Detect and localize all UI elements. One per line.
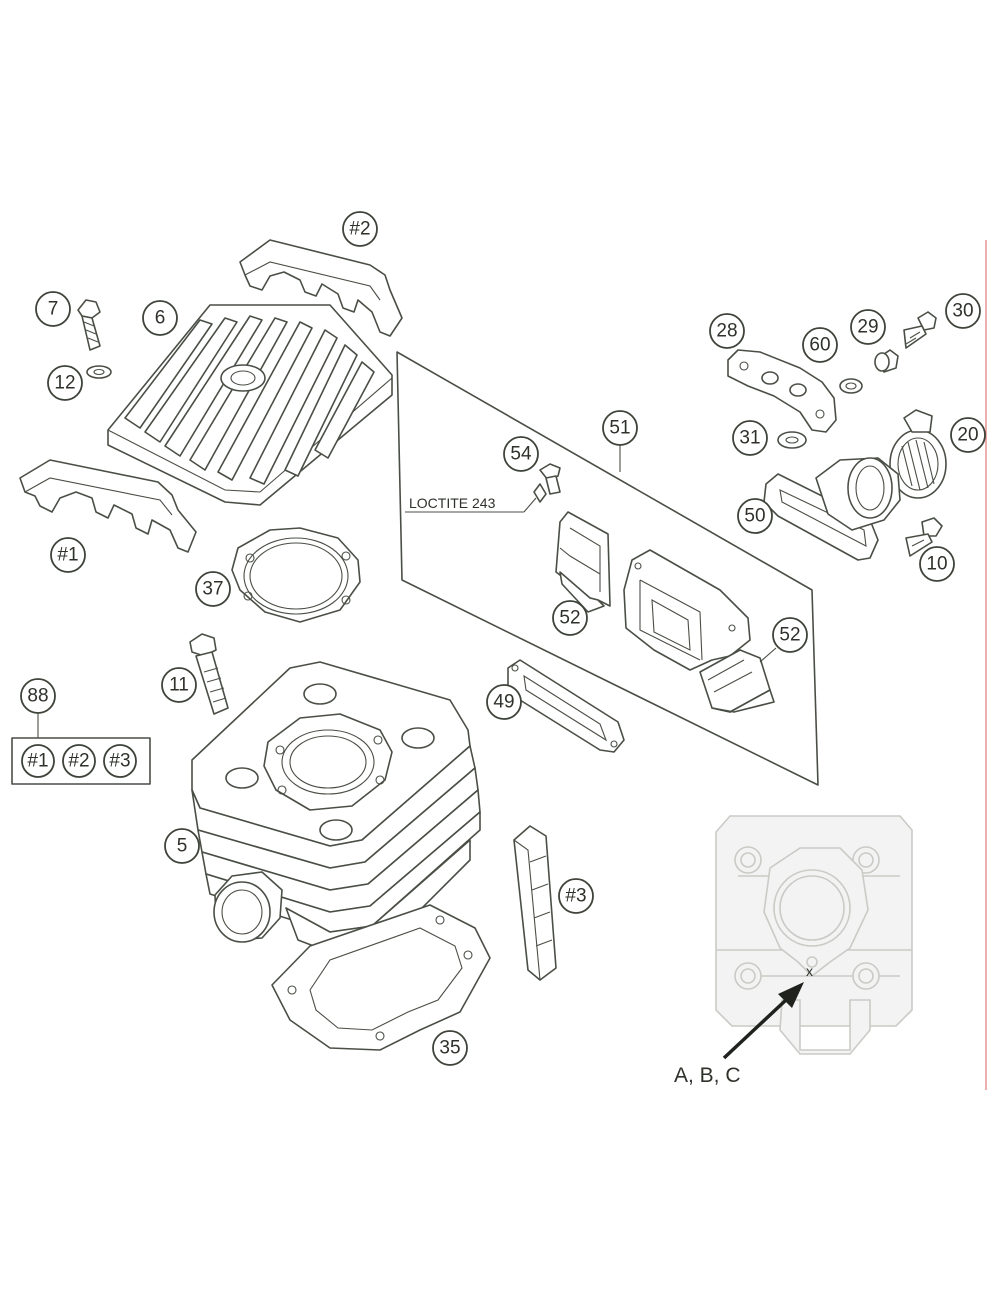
svg-text:49: 49 (493, 692, 514, 713)
part-bolt-7 (77, 299, 101, 351)
svg-text:31: 31 (739, 428, 760, 449)
svg-text:10: 10 (926, 554, 947, 575)
svg-text:#3: #3 (565, 886, 586, 907)
part-reed-block (623, 549, 751, 671)
callout-kit-3: #3 (103, 744, 137, 778)
svg-text:5: 5 (177, 836, 188, 857)
callout-29: 29 (850, 309, 886, 345)
svg-text:29: 29 (857, 317, 878, 338)
callout-7: 7 (35, 291, 71, 327)
part-reed-valve-box-51 (396, 351, 819, 786)
part-bolt-10 (905, 517, 943, 557)
part-cylinder-head-6 (107, 304, 393, 506)
callout-60: 60 (802, 327, 838, 363)
svg-text:37: 37 (202, 579, 223, 600)
callout-52-left: 52 (552, 600, 588, 636)
part-reed-petal-52-right (699, 647, 777, 713)
part-intake-manifold-50 (763, 457, 901, 561)
callout-3: #3 (558, 878, 594, 914)
callout-kit-1: #1 (21, 744, 55, 778)
callout-kit-2: #2 (62, 744, 96, 778)
part-intake-gasket-49 (507, 659, 625, 753)
part-spacer-60 (839, 378, 863, 394)
inset-x-mark: x (806, 963, 813, 979)
callout-10: 10 (919, 546, 955, 582)
callout-31: 31 (732, 420, 768, 456)
svg-text:#1: #1 (57, 545, 78, 566)
svg-text:30: 30 (952, 301, 973, 322)
callout-12: 12 (47, 365, 83, 401)
svg-text:#2: #2 (349, 219, 370, 240)
svg-text:52: 52 (559, 608, 580, 629)
kit-box-88 (11, 712, 151, 785)
svg-text:51: 51 (609, 418, 630, 439)
callout-2: #2 (342, 211, 378, 247)
callout-20: 20 (950, 417, 986, 453)
callout-1: #1 (50, 537, 86, 573)
part-bushing-29 (874, 349, 899, 373)
part-cylinder-5 (191, 661, 481, 957)
part-washer-31 (777, 431, 807, 449)
svg-text:28: 28 (716, 321, 737, 342)
callout-37: 37 (195, 571, 231, 607)
callout-51: 51 (602, 410, 638, 446)
part-bolt-11 (189, 633, 229, 715)
part-head-gasket-37 (231, 527, 361, 623)
part-screw-30 (903, 311, 937, 349)
part-spacer-3 (513, 825, 557, 981)
part-plate-28 (727, 349, 837, 433)
svg-text:6: 6 (155, 308, 166, 329)
svg-text:20: 20 (957, 425, 978, 446)
callout-6: 6 (142, 300, 178, 336)
svg-text:60: 60 (809, 335, 830, 356)
part-bracket-2 (239, 239, 403, 337)
inset-cylinder-top-view (715, 815, 913, 1055)
callout-30: 30 (945, 293, 981, 329)
svg-text:54: 54 (510, 444, 532, 465)
svg-text:52: 52 (779, 625, 800, 646)
callout-88: 88 (20, 678, 56, 714)
callout-11: 11 (161, 667, 197, 703)
svg-text:88: 88 (27, 686, 48, 707)
svg-text:12: 12 (54, 373, 75, 394)
inset-arrow (722, 982, 804, 1060)
abc-label: A, B, C (674, 1064, 741, 1087)
svg-text:#3: #3 (109, 751, 130, 772)
callout-49: 49 (486, 684, 522, 720)
svg-text:7: 7 (48, 299, 59, 320)
callout-54: 54 (503, 436, 539, 472)
part-base-gasket-35 (271, 904, 491, 1051)
callout-35: 35 (432, 1030, 468, 1066)
part-reed-petal-52-left (555, 511, 611, 613)
part-washer-12 (86, 365, 112, 379)
svg-text:35: 35 (439, 1038, 460, 1059)
svg-text:50: 50 (744, 506, 765, 527)
part-bracket-1 (19, 459, 197, 553)
callout-52-right: 52 (772, 617, 808, 653)
part-clamp-20 (889, 409, 947, 499)
loctite-label: LOCTITE 243 (409, 495, 496, 511)
callout-28: 28 (709, 313, 745, 349)
callout-50: 50 (737, 498, 773, 534)
svg-text:#2: #2 (68, 751, 89, 772)
svg-text:#1: #1 (27, 751, 48, 772)
callout-5: 5 (164, 828, 200, 864)
svg-text:11: 11 (169, 675, 189, 696)
part-screw-54 (405, 463, 561, 513)
